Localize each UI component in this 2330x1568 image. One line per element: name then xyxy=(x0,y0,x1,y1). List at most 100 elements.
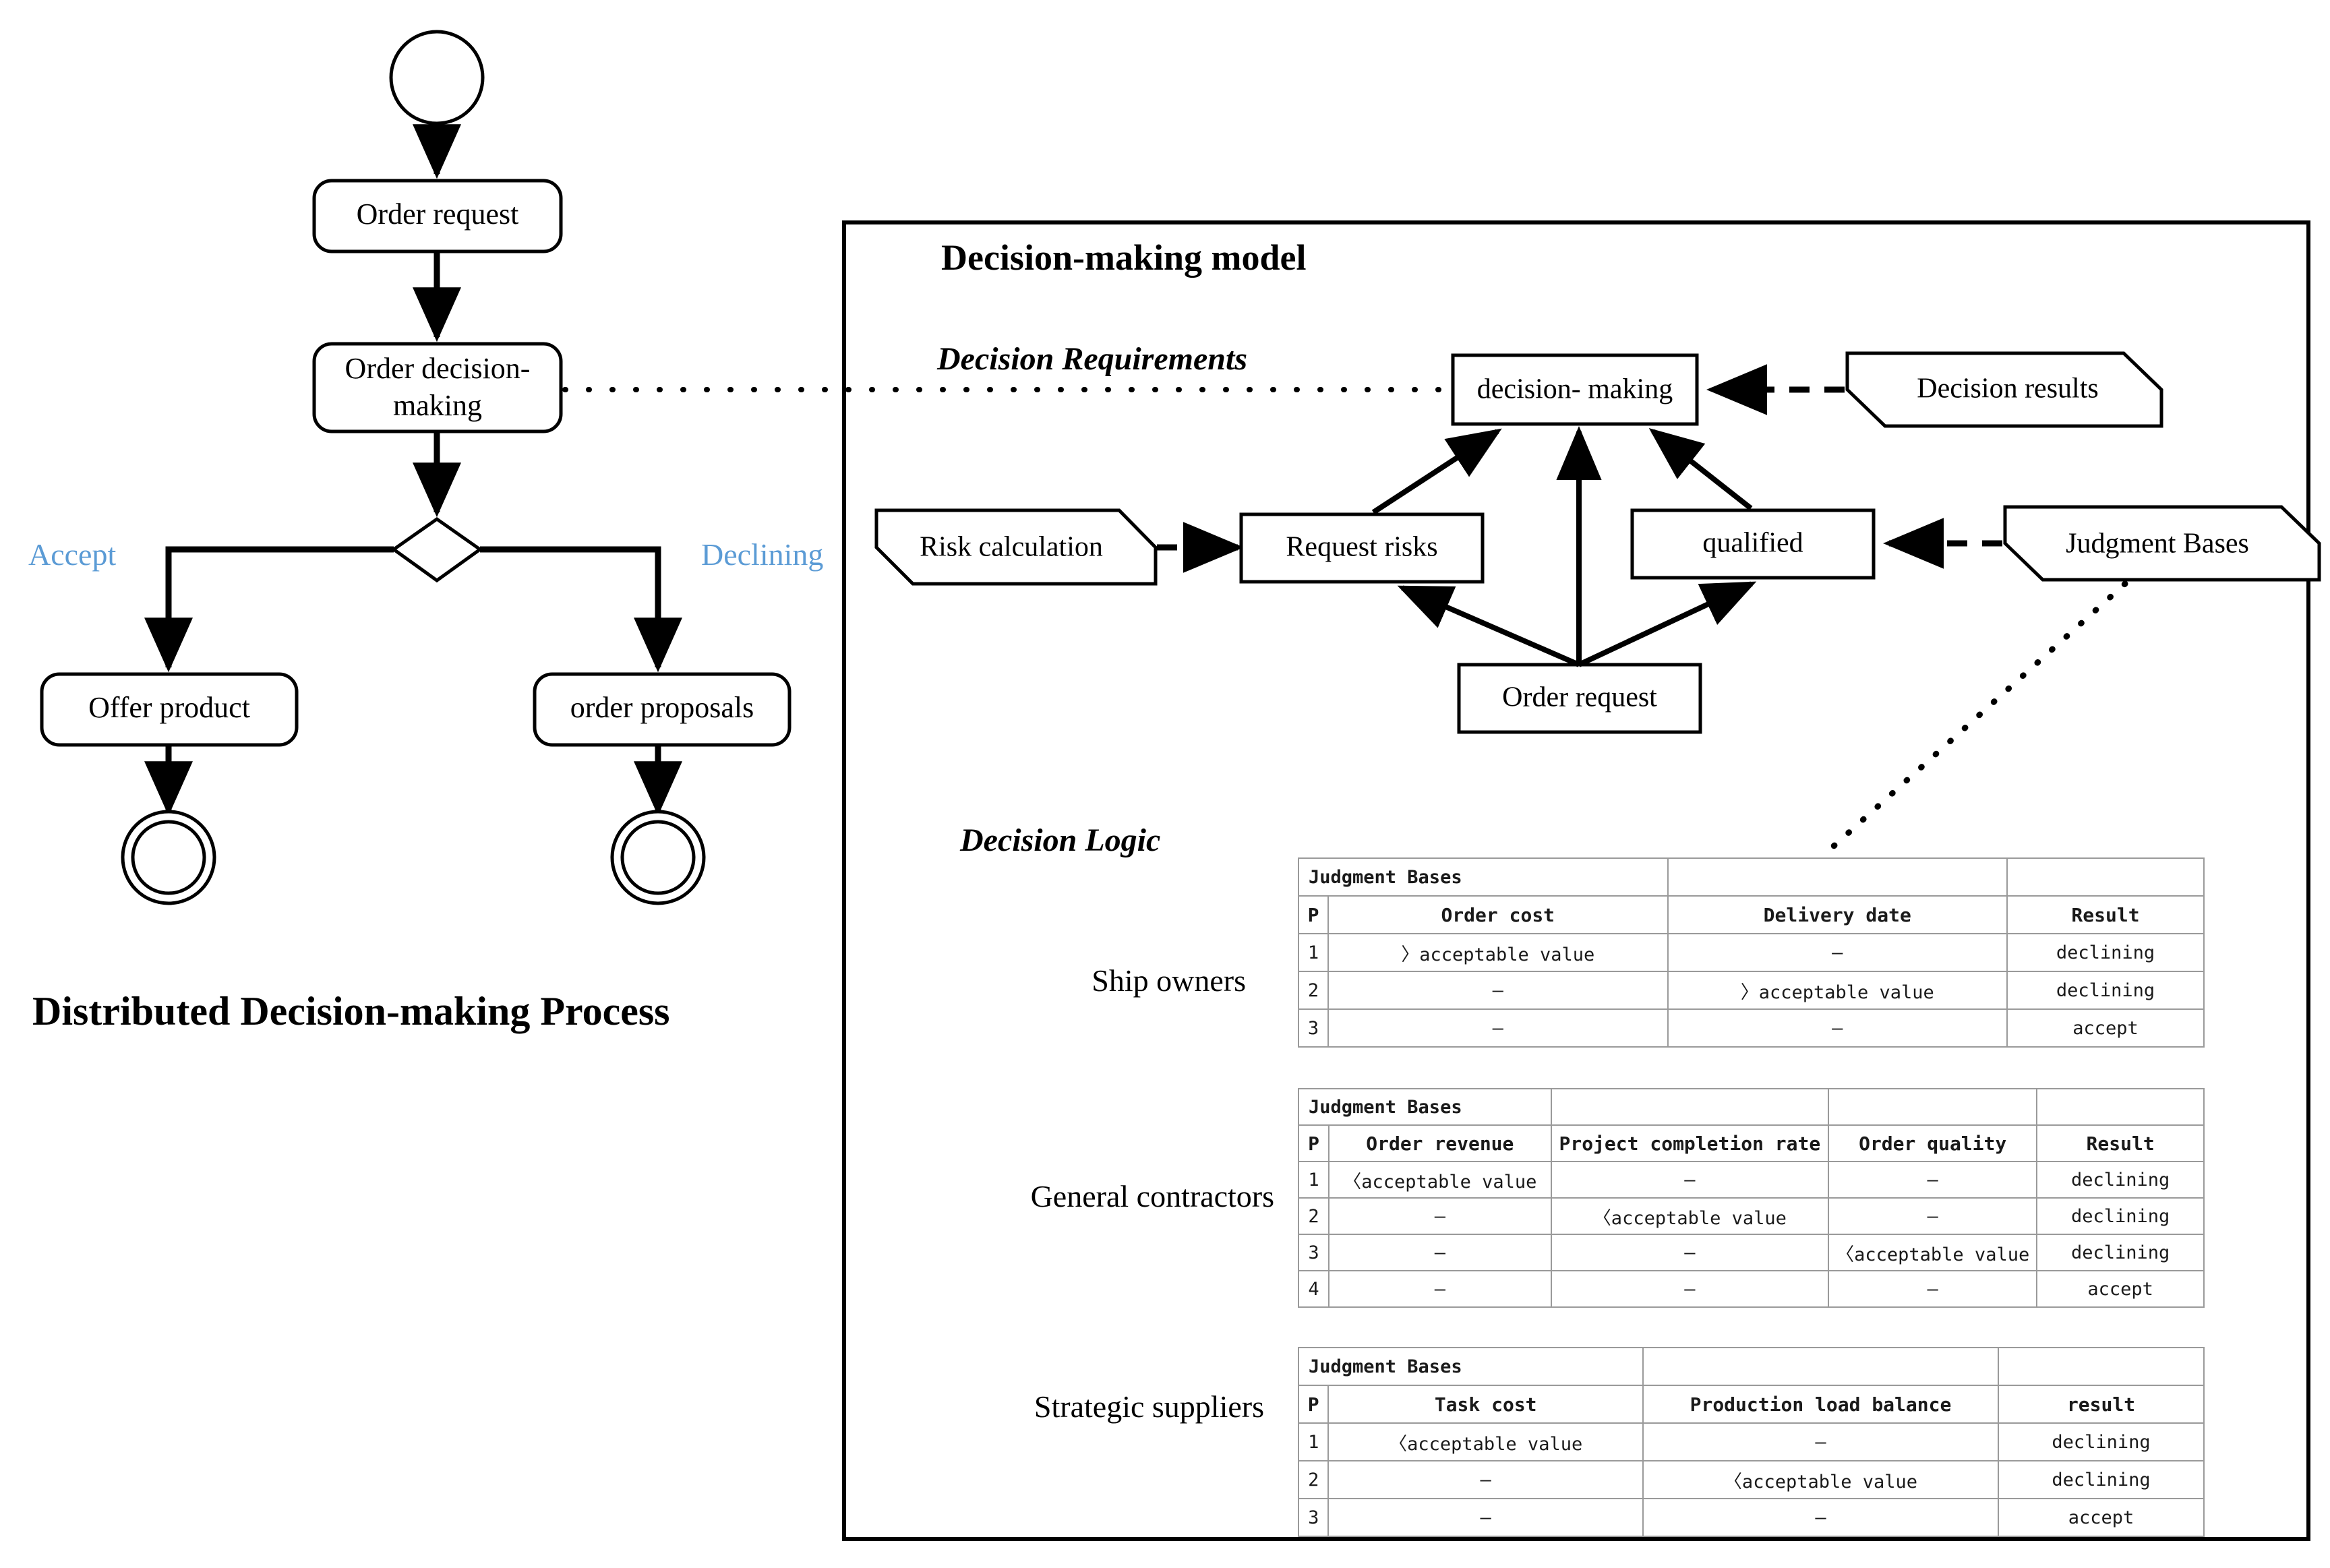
connector-request-risks-to-decision-making xyxy=(1371,428,1502,515)
decision-table-ship-owners: Judgment Bases P Order cost Delivery dat… xyxy=(1298,857,2205,1048)
table-row: 1 〈acceptable value – declining xyxy=(1297,1422,2205,1461)
table-header-span-row: Judgment Bases xyxy=(1298,1347,2205,1386)
node-order-request-label: Order request xyxy=(357,198,519,231)
table-cell: – xyxy=(1550,1234,1830,1271)
table-col-header: Order cost xyxy=(1327,895,1669,934)
table-header-span-filler-1 xyxy=(1667,857,2008,897)
table-cell: 3 xyxy=(1297,1498,1330,1537)
table-col-header: Production load balance xyxy=(1642,1385,2000,1424)
table-cell: – xyxy=(1328,1234,1552,1271)
connector-qualified-to-decision-making xyxy=(1648,428,1753,511)
table-cell: – xyxy=(1642,1422,2000,1461)
decision-gateway-diamond xyxy=(390,516,483,583)
table-cell: accept xyxy=(2036,1270,2205,1308)
node-qualified-box xyxy=(1630,508,1876,580)
table-cell: – xyxy=(1828,1270,2038,1308)
table-cell: declining xyxy=(2036,1161,2205,1199)
table-cell: 2 xyxy=(1298,971,1329,1010)
table-cell: – xyxy=(1828,1197,2038,1235)
table-column-header-row: P Task cost Production load balance resu… xyxy=(1297,1385,2205,1424)
table-header-span-cell: Judgment Bases xyxy=(1298,1088,1552,1126)
table-cell: 〉acceptable value xyxy=(1327,933,1669,972)
table-cell: – xyxy=(1828,1161,2038,1199)
node-order-decision-making-label-2: making xyxy=(393,389,482,422)
table-cell: 1 xyxy=(1297,1161,1330,1199)
table-cell: 2 xyxy=(1297,1460,1330,1499)
table-cell: 〈acceptable value xyxy=(1642,1460,2000,1499)
table-header-span-filler-2 xyxy=(1828,1088,2038,1126)
table-cell: accept xyxy=(2006,1008,2205,1048)
table-cell: declining xyxy=(1998,1460,2205,1499)
table-column-header-row: P Order revenue Project completion rate … xyxy=(1297,1124,2205,1162)
table-cell: – xyxy=(1328,1197,1552,1235)
connector-model-order-request-to-request-risks xyxy=(1397,585,1580,667)
table-header-span-row: Judgment Bases xyxy=(1298,1088,2205,1126)
branch-label-declining: Declining xyxy=(701,537,823,572)
table-col-header: Result xyxy=(2036,1124,2205,1162)
table-cell: – xyxy=(1550,1161,1830,1199)
table-cell: – xyxy=(1327,1008,1669,1048)
end-node-left-inner xyxy=(131,820,206,895)
table-col-header: result xyxy=(1998,1385,2205,1424)
table-cell: – xyxy=(1327,971,1669,1010)
table-cell: 2 xyxy=(1297,1197,1330,1235)
table-col-header: Order quality xyxy=(1828,1124,2038,1162)
table-col-header: Project completion rate xyxy=(1550,1124,1830,1162)
node-judgment-bases-label: Judgment Bases xyxy=(2066,529,2249,560)
table-row: 3 – – 〈acceptable value declining xyxy=(1297,1234,2205,1271)
decision-table-strategic-suppliers: Judgment Bases P Task cost Production lo… xyxy=(1297,1347,2205,1537)
start-node-circle xyxy=(389,30,485,125)
decision-requirements-label: Decision Requirements xyxy=(936,341,1247,377)
node-order-proposals-label: order proposals xyxy=(570,691,754,724)
node-order-decision-making-label: Order decision- xyxy=(345,352,531,385)
node-qualified-label: qualified xyxy=(1702,528,1803,559)
table-cell: – xyxy=(1667,1008,2008,1048)
table-cell: 3 xyxy=(1297,1234,1330,1271)
table-row: 2 – 〈acceptable value declining xyxy=(1297,1460,2205,1499)
branch-label-accept: Accept xyxy=(28,537,116,572)
table-cell: – xyxy=(1667,933,2008,972)
table-header-span-filler-3 xyxy=(2036,1088,2205,1126)
table-column-header-row: P Order cost Delivery date Result xyxy=(1298,895,2205,934)
table-cell: declining xyxy=(1998,1422,2205,1461)
node-offer-product-label: Offer product xyxy=(88,691,250,724)
table-col-header: P xyxy=(1298,895,1329,934)
table-row: 2 – 〉acceptable value declining xyxy=(1298,971,2205,1010)
table-row: 1 〉acceptable value – declining xyxy=(1298,933,2205,972)
table-header-span-cell: Judgment Bases xyxy=(1298,1347,1644,1386)
table-cell: 1 xyxy=(1298,933,1329,972)
table-cell: – xyxy=(1550,1270,1830,1308)
table-cell: – xyxy=(1642,1498,2000,1537)
node-risk-calculation-shape xyxy=(874,508,1158,586)
table-cell: 3 xyxy=(1298,1008,1329,1048)
table-cell: declining xyxy=(2006,971,2205,1010)
table-header-span-filler-1 xyxy=(1642,1347,2000,1386)
table-cell: 〈acceptable value xyxy=(1328,1161,1552,1199)
table-cell: accept xyxy=(1998,1498,2205,1537)
table-cell: – xyxy=(1327,1460,1644,1499)
node-order-proposals-box xyxy=(533,672,791,747)
decision-table-general-contractors-wrap: Judgment Bases P Order revenue Project c… xyxy=(1297,1088,2205,1308)
table-row-label-ship-owners: Ship owners xyxy=(1092,963,1246,998)
table-row: 4 – – – accept xyxy=(1297,1270,2205,1308)
table-col-header: P xyxy=(1297,1124,1330,1162)
end-node-right-inner xyxy=(620,820,696,895)
table-cell: – xyxy=(1328,1270,1552,1308)
decision-model-frame xyxy=(842,220,2310,1541)
node-decision-results-shape xyxy=(1845,351,2163,428)
table-cell: 1 xyxy=(1297,1422,1330,1461)
table-cell: 〈acceptable value xyxy=(1828,1234,2038,1271)
table-row-label-strategic-suppliers: Strategic suppliers xyxy=(1034,1389,1264,1424)
table-col-header: Order revenue xyxy=(1328,1124,1552,1162)
dotted-link-judgment-bases-to-table xyxy=(1830,580,2128,849)
table-cell: declining xyxy=(2006,933,2205,972)
node-judgment-bases-shape xyxy=(2003,505,2321,582)
table-header-span-filler-2 xyxy=(1998,1347,2205,1386)
table-col-header: Task cost xyxy=(1327,1385,1644,1424)
table-row: 2 – 〈acceptable value – declining xyxy=(1297,1197,2205,1235)
node-request-risks-label: Request risks xyxy=(1286,532,1437,563)
node-risk-calculation-label: Risk calculation xyxy=(920,532,1103,563)
left-process-title: Distributed Decision-making Process xyxy=(32,989,670,1033)
table-col-header: P xyxy=(1297,1385,1330,1424)
